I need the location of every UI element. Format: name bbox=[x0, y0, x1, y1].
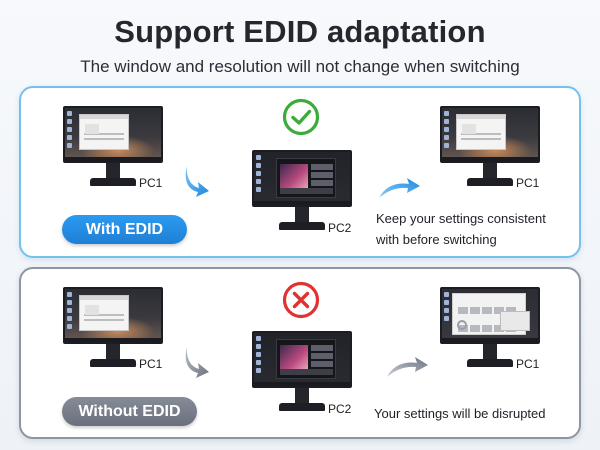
note-line: Keep your settings consistent bbox=[376, 211, 546, 226]
checkmark-circle-icon bbox=[282, 98, 320, 136]
pc1-right-label: PC1 bbox=[516, 176, 540, 190]
pc1-left-label: PC1 bbox=[139, 176, 163, 190]
monitor-pc1-left bbox=[63, 106, 163, 188]
monitor-pc1-right bbox=[440, 106, 540, 188]
monitor-pc1-left bbox=[63, 287, 163, 369]
curved-arrow-icon bbox=[185, 166, 209, 197]
disrupted-settings-note: Your settings will be disrupted bbox=[374, 406, 546, 421]
without-edid-panel: PC1 PC2 PC bbox=[19, 267, 581, 439]
pc2-label: PC2 bbox=[328, 402, 352, 416]
curved-arrow-icon bbox=[185, 347, 209, 378]
video-app-screen bbox=[252, 150, 352, 207]
pc2-label: PC2 bbox=[328, 221, 352, 235]
desktop-screen bbox=[440, 106, 540, 163]
disrupted-screen bbox=[440, 287, 540, 344]
desktop-screen bbox=[63, 106, 163, 163]
video-app-screen bbox=[252, 331, 352, 388]
desktop-screen bbox=[63, 287, 163, 344]
without-edid-badge: Without EDID bbox=[62, 397, 197, 426]
page-title: Support EDID adaptation bbox=[114, 14, 486, 49]
with-edid-panel: PC1 PC2 PC1 With EDID bbox=[19, 86, 581, 258]
consistent-settings-note: Keep your settings consistent with befor… bbox=[376, 208, 546, 250]
monitor-pc2 bbox=[252, 331, 352, 413]
monitor-pc2 bbox=[252, 150, 352, 232]
monitor-pc1-right bbox=[440, 287, 540, 369]
pc1-right-label: PC1 bbox=[516, 357, 540, 371]
curved-arrow-icon bbox=[379, 178, 420, 198]
with-edid-badge: With EDID bbox=[62, 215, 187, 244]
note-line: with before switching bbox=[376, 232, 497, 247]
curved-arrow-icon bbox=[387, 357, 428, 377]
cross-circle-icon bbox=[282, 281, 320, 319]
page-subtitle: The window and resolution will not chang… bbox=[80, 57, 520, 76]
pc1-left-label: PC1 bbox=[139, 357, 163, 371]
